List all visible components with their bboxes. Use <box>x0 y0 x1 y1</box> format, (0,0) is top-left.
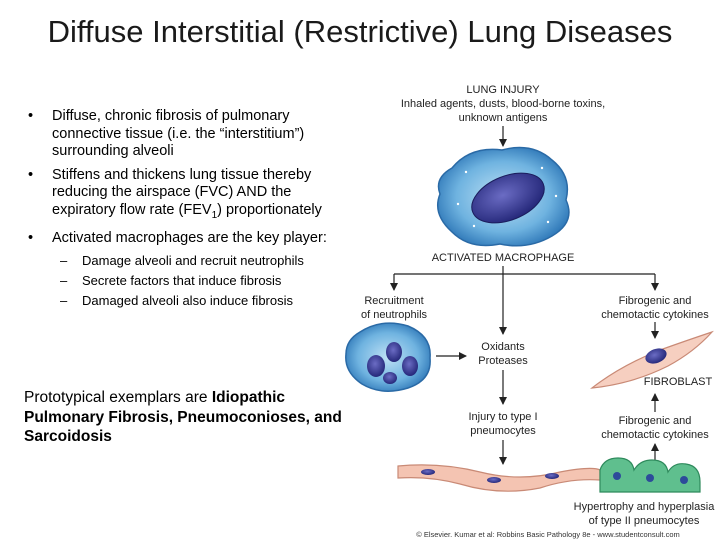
injury-type1-line2: pneumocytes <box>470 425 536 437</box>
fibrogenic-top-line2: chemotactic cytokines <box>601 309 709 321</box>
prototypical-exemplars: Prototypical exemplars are Idiopathic Pu… <box>24 388 354 447</box>
sub-bullet-item: Damage alveoli and recruit neutrophils <box>24 253 354 269</box>
bullet-list: Diffuse, chronic fibrosis of pulmonary c… <box>24 108 354 313</box>
fibrogenic-bottom-line1: Fibrogenic and <box>619 415 692 427</box>
proteases-label: Proteases <box>478 355 528 367</box>
lung-injury-label: LUNG INJURY <box>466 84 540 96</box>
copyright-text: © Elsevier. Kumar et al: Robbins Basic P… <box>416 530 680 539</box>
fibroblast-label: FIBROBLAST <box>644 376 713 388</box>
bullet-item: Stiffens and thickens lung tissue thereb… <box>24 167 354 224</box>
proto-diseases: Idiopathic Pulmonary Fibrosis, Pneumocon… <box>24 389 342 445</box>
slide-title: Diffuse Interstitial (Restrictive) Lung … <box>47 14 673 49</box>
injury-type1-line1: Injury to type I <box>468 411 537 423</box>
bullet-item: Activated macrophages are the key player… <box>24 230 354 248</box>
injury-cause-line2: unknown antigens <box>459 112 548 124</box>
oxidants-label: Oxidants <box>481 341 525 353</box>
hypertrophy-label-line2: of type II pneumocytes <box>589 515 700 527</box>
sub-bullet-item: Damaged alveoli also induce fibrosis <box>24 293 354 309</box>
bullet-text: Activated macrophages are the key player… <box>52 229 327 246</box>
fibroblast-cell-icon <box>590 330 714 389</box>
activated-macrophage-label: ACTIVATED MACROPHAGE <box>432 252 575 264</box>
proto-text: Prototypical exemplars are <box>24 389 212 406</box>
alveolar-epithelium-icon <box>397 457 701 493</box>
injury-cause-line1: Inhaled agents, dusts, blood-borne toxin… <box>401 98 605 110</box>
neutrophil-cell-icon <box>345 322 431 392</box>
fibrogenic-top-line1: Fibrogenic and <box>619 295 692 307</box>
recruitment-label-line2: of neutrophils <box>361 309 428 321</box>
bullet-text: Diffuse, chronic fibrosis of pulmonary c… <box>52 108 305 159</box>
macrophage-cell-icon <box>437 146 570 247</box>
bullet-text: ) proportionately <box>217 201 322 218</box>
bullet-text: Stiffens and thickens lung tissue thereb… <box>52 166 312 218</box>
bullet-item: Diffuse, chronic fibrosis of pulmonary c… <box>24 108 354 161</box>
hypertrophy-label-line1: Hypertrophy and hyperplasia <box>574 501 716 513</box>
fibrogenic-bottom-line2: chemotactic cytokines <box>601 429 709 441</box>
recruitment-label-line1: Recruitment <box>364 295 423 307</box>
bullet-subscript: 1 <box>211 209 218 221</box>
sub-bullet-item: Secrete factors that induce fibrosis <box>24 273 354 289</box>
